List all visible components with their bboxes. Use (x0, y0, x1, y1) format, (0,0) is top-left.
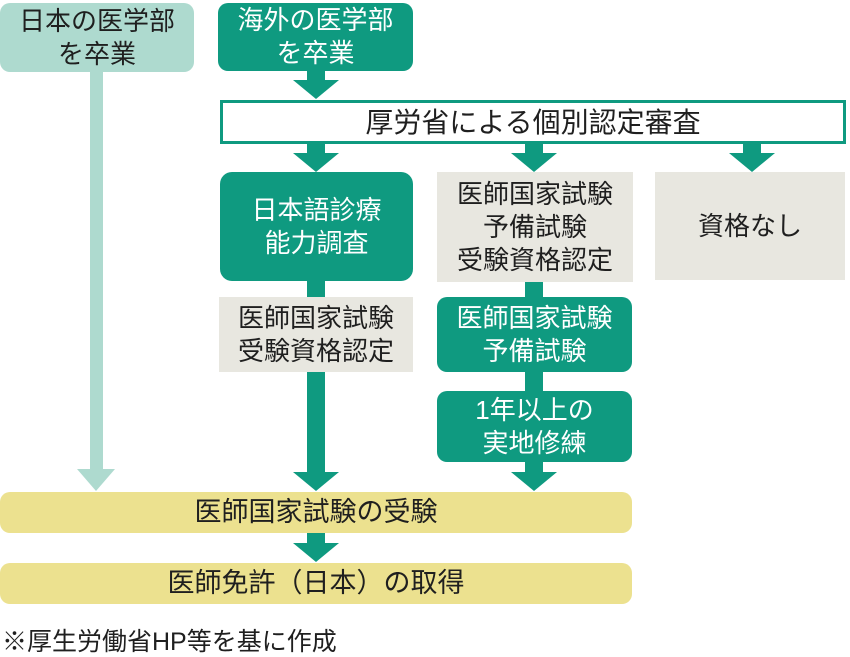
node-national-exam-eligibility: 医師国家試験 受験資格認定 (219, 297, 413, 372)
arrow-training-to-exam-head (511, 472, 557, 491)
arrow-review-to-prelim-qual-head (511, 153, 557, 172)
node-take-national-medical-exam: 医師国家試験の受験 (0, 492, 632, 533)
node-overseas-medical-school-graduate: 海外の医学部 を卒業 (218, 3, 413, 71)
node-label: 資格なし (697, 210, 802, 241)
arrow-exam-to-license-stem (307, 532, 325, 545)
node-label-line: 海外の医学部 (237, 5, 394, 35)
arrow-jp-grad-to-exam-stem (90, 70, 103, 470)
node-label-line: 日本語診療 (251, 194, 382, 225)
arrow-review-to-no-qual-head (729, 153, 775, 172)
arrow-review-to-jp-ability-stem (307, 144, 325, 155)
node-one-year-clinical-training: 1年以上の 実地修練 (437, 391, 632, 462)
node-label-line: 1年以上の (475, 394, 594, 425)
node-label: 医師免許（日本）の取得 (167, 568, 465, 598)
node-label-line: 医師国家試験 (456, 178, 613, 209)
node-no-qualification: 資格なし (655, 172, 845, 280)
arrow-overseas-to-review-head (293, 80, 339, 99)
node-label-line: 受験資格認定 (456, 244, 613, 275)
node-label-line: 医師国家試験 (237, 302, 394, 333)
arrow-review-to-prelim-qual-stem (525, 144, 543, 155)
node-obtain-japan-medical-license: 医師免許（日本）の取得 (0, 563, 632, 604)
node-label: 医師国家試験の受験 (194, 497, 438, 527)
node-prelim-exam-eligibility: 医師国家試験 予備試験 受験資格認定 (437, 172, 633, 282)
node-japanese-clinical-ability-survey: 日本語診療 能力調査 (220, 172, 413, 281)
node-label: 厚労省による個別認定審査 (365, 106, 701, 138)
node-label-line: 予備試験 (482, 211, 587, 242)
node-label-line: 医師国家試験 (456, 302, 613, 333)
node-label-line: 受験資格認定 (237, 335, 394, 366)
arrow-jp-ability-to-exam-head (293, 472, 339, 491)
arrow-review-to-no-qual-stem (743, 144, 761, 155)
node-label-line: を卒業 (276, 38, 355, 68)
node-label-line: 実地修練 (482, 427, 587, 458)
arrow-jp-grad-to-exam-head (77, 469, 115, 491)
node-label-line: を卒業 (57, 38, 136, 69)
node-label-line: 予備試験 (482, 335, 587, 366)
node-label-line: 能力調査 (264, 227, 369, 258)
node-preliminary-exam: 医師国家試験 予備試験 (437, 297, 632, 372)
arrow-overseas-to-review-stem (307, 70, 325, 82)
arrow-review-to-jp-ability-head (293, 153, 339, 172)
node-label-line: 日本の医学部 (18, 5, 175, 36)
arrow-exam-to-license-head (293, 543, 339, 562)
source-note: ※厚生労働省HP等を基に作成 (2, 628, 337, 656)
node-mhlw-individual-review: 厚労省による個別認定審査 (220, 100, 846, 144)
node-japan-medical-school-graduate: 日本の医学部 を卒業 (0, 3, 194, 72)
